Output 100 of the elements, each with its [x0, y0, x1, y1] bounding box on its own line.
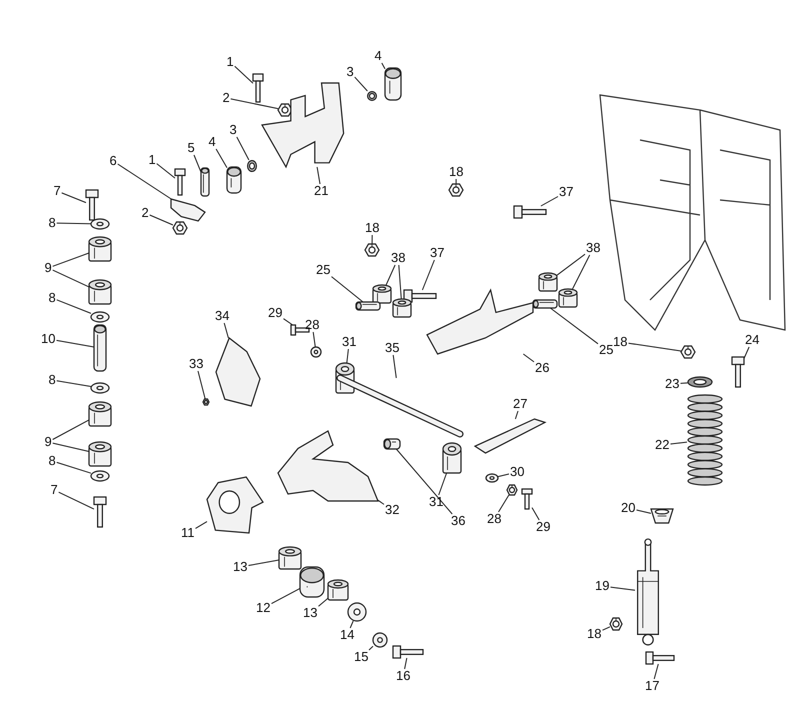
callout-number: 32	[384, 503, 400, 517]
leader-line	[386, 264, 396, 286]
callout-number: 3	[228, 123, 238, 137]
pin-drawing	[201, 168, 209, 196]
callout-number: 8	[48, 454, 57, 468]
leader-line	[350, 620, 354, 628]
bushing-drawing	[89, 237, 111, 261]
leader-line	[372, 234, 373, 244]
leader-line	[331, 276, 364, 302]
callout-number: 38	[585, 241, 602, 255]
washer-drawing	[91, 383, 109, 393]
callout-number: 9	[44, 261, 53, 275]
bushing-drawing	[373, 285, 391, 303]
callout-number: 29	[267, 306, 284, 320]
callout-number: 1	[226, 55, 235, 69]
washer-drawing	[91, 312, 109, 322]
callout-number: 8	[48, 373, 57, 387]
leader-line	[680, 382, 688, 384]
washer-drawing	[373, 633, 387, 647]
leader-line	[550, 308, 598, 344]
washer-drawing	[486, 474, 498, 482]
callout-number: 35	[384, 341, 400, 355]
leader-line	[56, 380, 92, 387]
leader-line	[224, 322, 229, 338]
leader-line	[236, 136, 250, 160]
callout-number: 18	[586, 627, 602, 641]
callout-number: 30	[509, 465, 526, 479]
callout-number: 36	[450, 514, 466, 528]
leader-line	[610, 586, 636, 591]
leader-line	[540, 196, 558, 206]
leader-line	[52, 419, 90, 440]
bushing-drawing	[89, 280, 111, 304]
bolt-drawing	[175, 169, 185, 195]
callout-number: 18	[448, 165, 464, 179]
leader-line	[532, 507, 540, 520]
callout-number: 17	[644, 679, 660, 693]
leader-line	[498, 474, 510, 478]
callout-number: 13	[232, 560, 248, 574]
leader-line	[234, 66, 254, 84]
leader-line	[381, 62, 386, 70]
leader-line	[404, 658, 408, 670]
callout-number: 31	[428, 495, 444, 509]
leader-line	[628, 342, 682, 352]
leader-line	[456, 178, 457, 184]
callout-number: 16	[395, 669, 412, 683]
leader-line	[670, 442, 688, 444]
leader-line	[194, 154, 202, 173]
callout-number: 29	[535, 520, 552, 534]
leader-line	[230, 98, 278, 110]
plate-drawing	[475, 419, 545, 453]
knuckle-drawing	[207, 477, 263, 533]
callout-number: 13	[302, 606, 318, 620]
callout-number: 6	[108, 154, 118, 168]
leader-line	[149, 214, 174, 226]
bushing-drawing	[443, 443, 461, 473]
bolt-drawing	[94, 497, 106, 527]
callout-number: 28	[304, 318, 320, 332]
callout-number: 9	[44, 435, 53, 449]
leader-line	[117, 164, 172, 200]
callout-number: 27	[512, 397, 528, 411]
nut-drawing	[449, 184, 463, 196]
leader-line	[316, 166, 320, 184]
callout-number: 2	[140, 206, 150, 220]
leader-line	[396, 448, 453, 514]
callout-number: 3	[346, 65, 355, 79]
swing-arm-drawing	[278, 431, 378, 501]
sleeve-drawing	[300, 567, 324, 597]
leader-line	[572, 254, 590, 290]
callout-number: 24	[744, 333, 760, 347]
callout-number: 2	[222, 91, 231, 105]
callout-number: 15	[353, 650, 370, 664]
callout-number: 23	[664, 377, 680, 391]
leader-line	[654, 664, 659, 680]
bushing-drawing	[89, 402, 111, 426]
callout-number: 33	[188, 357, 204, 371]
sleeve-drawing	[227, 167, 241, 193]
bump-stop-drawing	[651, 509, 673, 523]
o-ring-drawing	[247, 160, 257, 172]
callout-number: 19	[594, 579, 610, 593]
nut-drawing	[681, 346, 695, 358]
bolt-drawing	[393, 646, 423, 658]
pin-drawing	[356, 302, 380, 310]
leader-line	[248, 560, 280, 566]
leader-line	[602, 626, 610, 631]
callout-number: 25	[598, 343, 614, 357]
leader-line	[56, 299, 92, 314]
callout-number: 34	[214, 309, 230, 323]
callout-number: 4	[208, 135, 217, 149]
spring-seat-drawing	[688, 377, 712, 387]
bushing-drawing	[89, 442, 111, 466]
bolt-drawing	[646, 652, 674, 664]
callout-number: 37	[429, 246, 446, 260]
nut-drawing	[203, 399, 209, 405]
bushing-drawing	[279, 547, 301, 569]
sleeve-drawing	[385, 68, 401, 100]
callout-number: 18	[364, 221, 380, 235]
spacer-tube-drawing	[94, 325, 106, 371]
leader-line	[58, 492, 94, 510]
callout-number: 12	[255, 601, 272, 615]
callout-number: 28	[486, 512, 502, 526]
